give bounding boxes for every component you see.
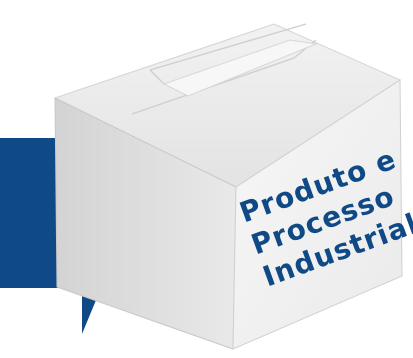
box-flap bbox=[162, 39, 318, 97]
cardboard-box-icon: Produto e Processo Industrial bbox=[53, 23, 413, 350]
box-front-face bbox=[232, 79, 403, 350]
